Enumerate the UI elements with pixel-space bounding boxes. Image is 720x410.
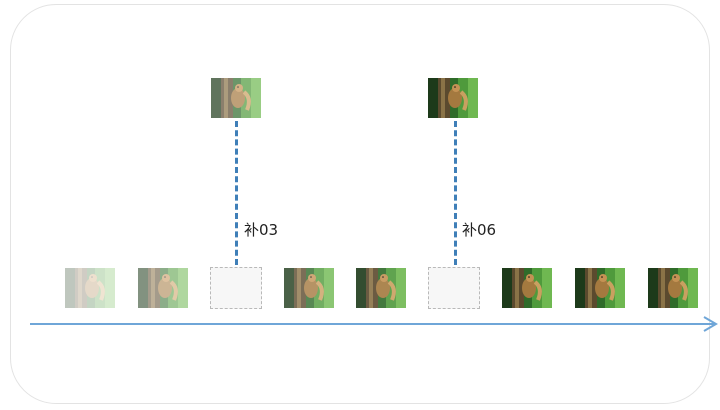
- frame-02: [138, 268, 188, 308]
- connector-line-03: [235, 121, 238, 265]
- missing-frame-03-placeholder: [210, 267, 262, 309]
- inserted-label-03: 补03: [244, 221, 279, 239]
- diagram-panel: [10, 4, 710, 404]
- timeline-axis: [30, 316, 718, 332]
- squirrel-photo-icon: [138, 268, 188, 308]
- missing-frame-06-placeholder: [428, 267, 480, 309]
- squirrel-photo-icon: [65, 268, 115, 308]
- squirrel-photo-icon: [502, 268, 552, 308]
- squirrel-photo-icon: [575, 268, 625, 308]
- squirrel-photo-icon: [211, 78, 261, 118]
- inserted-frame-03: [211, 78, 261, 118]
- squirrel-photo-icon: [284, 268, 334, 308]
- frame-07: [502, 268, 552, 308]
- frame-05: [356, 268, 406, 308]
- squirrel-photo-icon: [648, 268, 698, 308]
- connector-line-06: [454, 121, 457, 265]
- frame-08: [575, 268, 625, 308]
- inserted-frame-06: [428, 78, 478, 118]
- inserted-label-06: 补06: [462, 221, 497, 239]
- squirrel-photo-icon: [356, 268, 406, 308]
- right-arrow-icon: [703, 316, 718, 332]
- squirrel-photo-icon: [428, 78, 478, 118]
- frame-09: [648, 268, 698, 308]
- frame-04: [284, 268, 334, 308]
- frame-01: [65, 268, 115, 308]
